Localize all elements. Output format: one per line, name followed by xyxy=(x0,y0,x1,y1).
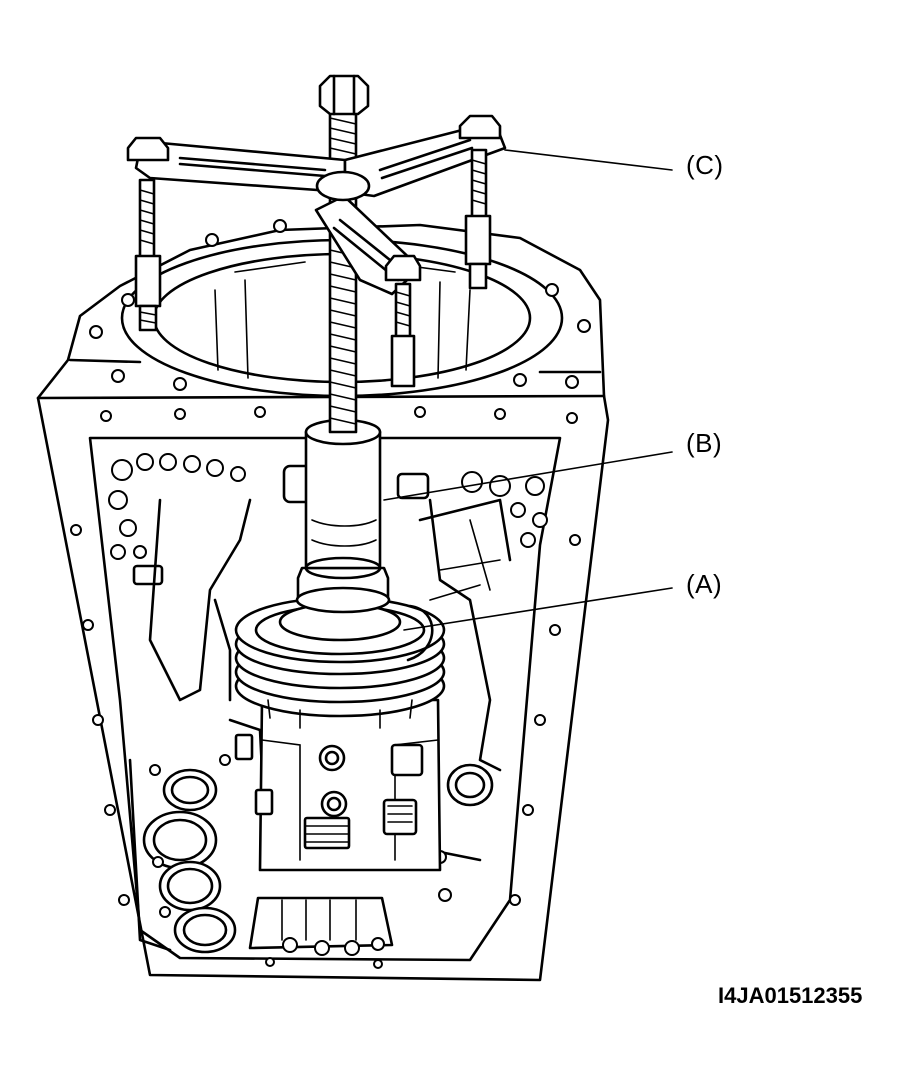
figure-code: I4JA01512355 xyxy=(718,983,863,1008)
puller-tool-c xyxy=(126,74,507,434)
installer-b xyxy=(295,418,391,614)
bottom-port-block xyxy=(248,896,394,969)
lower-left-bores xyxy=(142,754,237,954)
leader-lines xyxy=(383,149,673,631)
leader-line-c xyxy=(504,149,673,171)
carrier-housing xyxy=(234,698,442,872)
callout-label-c: (C) xyxy=(686,150,724,180)
leader-line-a xyxy=(403,587,673,631)
bearing-a xyxy=(234,596,446,729)
callout-label-b: (B) xyxy=(686,428,723,458)
leader-line-b xyxy=(383,451,673,501)
callout-label-a: (A) xyxy=(686,569,723,599)
